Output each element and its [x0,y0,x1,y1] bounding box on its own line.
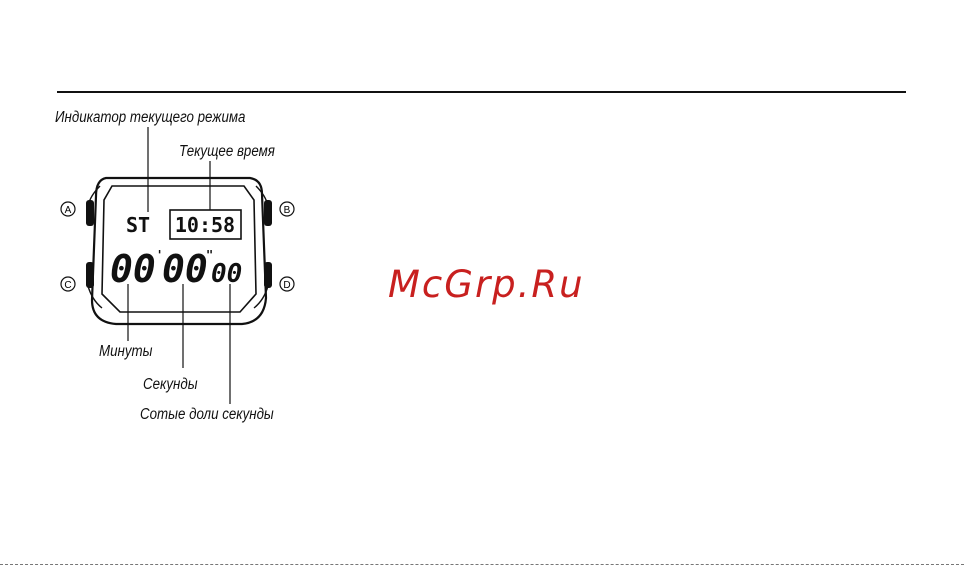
button-c-nub [86,262,94,288]
button-d-nub [264,262,272,288]
hundredths-digits: 00 [211,259,242,289]
minutes-digits: 00 [110,247,156,291]
button-a-letter: A [65,205,72,216]
bottom-rule [0,564,964,565]
time-text: 10:58 [175,213,235,237]
button-b-letter: B [284,205,291,216]
seconds-digits: 00 [162,247,208,291]
button-c-letter: C [64,280,71,291]
watermark: McGrp.Ru [388,263,585,306]
mode-indicator-text: ST [126,213,150,237]
button-d-letter: D [283,280,290,291]
button-a-nub [86,200,94,226]
lcd-display: ST 10:58 00 ' 00 " 00 [110,210,242,291]
